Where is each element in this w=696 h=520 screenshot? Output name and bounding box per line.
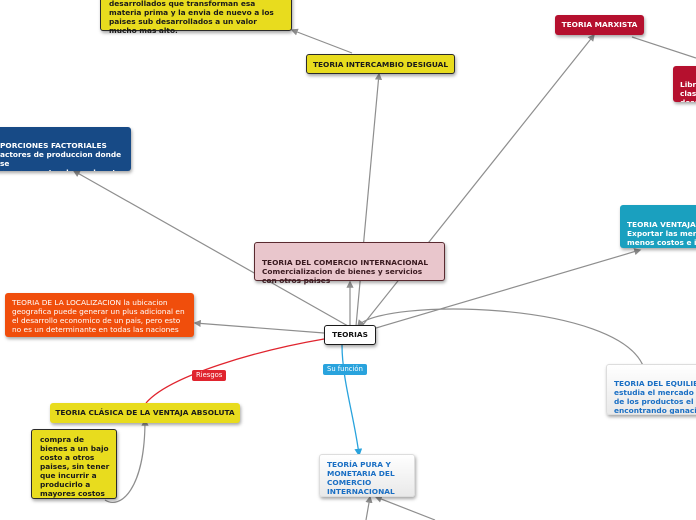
label-su-funcion[interactable]: Su función xyxy=(323,364,367,375)
link-marxista-note xyxy=(631,36,696,59)
node-marxista-label: TEORIA MARXISTA xyxy=(561,20,638,29)
node-comercio-internacional[interactable]: TEORIA DEL COMERCIO INTERNACIONAL Comerc… xyxy=(254,242,445,285)
node-ventaja-right-text: TEORIA VENTAJA Exportar las merc menos c… xyxy=(627,220,696,248)
link-teorias-clasica xyxy=(145,338,325,404)
node-top-yellow[interactable]: desarrollados que transforman esa materi… xyxy=(100,0,292,35)
link-clasica-note xyxy=(104,418,149,503)
link-teorias-pura xyxy=(341,344,363,457)
node-clasica-note[interactable]: compra de bienes a un bajo costo a otros… xyxy=(31,429,117,499)
node-intercambio-desigual[interactable]: TEORIA INTERCAMBIO DESIGUAL xyxy=(306,54,455,74)
node-teoria-equilibrio[interactable]: TEORIA DEL EQUILIB estudia el mercado y … xyxy=(606,364,696,415)
node-proporciones-text: PORCIONES FACTORIALES actores de producc… xyxy=(0,141,122,171)
node-clasica-label: TEORIA CLÁSICA DE LA VENTAJA ABSOLUTA xyxy=(55,408,235,417)
node-marxista-note-text: Libr clas desa xyxy=(680,80,696,102)
node-marxista-note[interactable]: Libr clas desa xyxy=(673,66,696,102)
node-teoria-ventaja-right[interactable]: TEORIA VENTAJA Exportar las merc menos c… xyxy=(620,205,696,248)
label-su-funcion-text: Su función xyxy=(327,365,363,373)
link-teorias-proporciones xyxy=(72,170,349,327)
node-clasica-note-text: compra de bienes a un bajo costo a otros… xyxy=(40,435,110,498)
node-top-yellow-text: desarrollados que transforman esa materi… xyxy=(109,0,274,35)
link-intercambio-top xyxy=(290,28,353,54)
link-teorias-intercambio xyxy=(355,72,383,327)
link-teorias-localizacion xyxy=(193,319,325,334)
node-teoria-localizacion[interactable]: TEORIA DE LA LOCALIZACION la ubicacion g… xyxy=(5,293,194,337)
node-comercio-text: TEORIA DEL COMERCIO INTERNACIONAL Comerc… xyxy=(262,258,429,285)
node-proporciones-factoriales[interactable]: PORCIONES FACTORIALES actores de producc… xyxy=(0,127,131,171)
node-equilibrio-text: TEORIA DEL EQUILIB estudia el mercado y … xyxy=(614,379,696,415)
node-intercambio-label: TEORIA INTERCAMBIO DESIGUAL xyxy=(312,60,449,69)
label-riesgos-text: Riesgos xyxy=(196,371,223,379)
node-teoria-clasica[interactable]: TEORIA CLÁSICA DE LA VENTAJA ABSOLUTA xyxy=(50,403,240,423)
link-teorias-equilibrio xyxy=(357,308,645,369)
node-teorias-label: TEORIAS xyxy=(332,330,368,339)
node-teorias-central[interactable]: TEORIAS xyxy=(324,325,376,345)
node-pura-text: TEORÍA PURA Y MONETARIA DEL COMERCIO INT… xyxy=(327,460,395,496)
link-pura-bottom-1 xyxy=(365,495,373,520)
label-riesgos[interactable]: Riesgos xyxy=(192,370,227,381)
link-teorias-ventaja xyxy=(375,248,642,329)
node-teoria-marxista[interactable]: TEORIA MARXISTA xyxy=(555,15,644,35)
link-pura-bottom-2 xyxy=(374,495,436,520)
link-teorias-marxista xyxy=(361,33,595,327)
node-teoria-pura-monetaria[interactable]: TEORÍA PURA Y MONETARIA DEL COMERCIO INT… xyxy=(319,454,415,497)
node-localizacion-text: TEORIA DE LA LOCALIZACION la ubicacion g… xyxy=(12,298,185,334)
